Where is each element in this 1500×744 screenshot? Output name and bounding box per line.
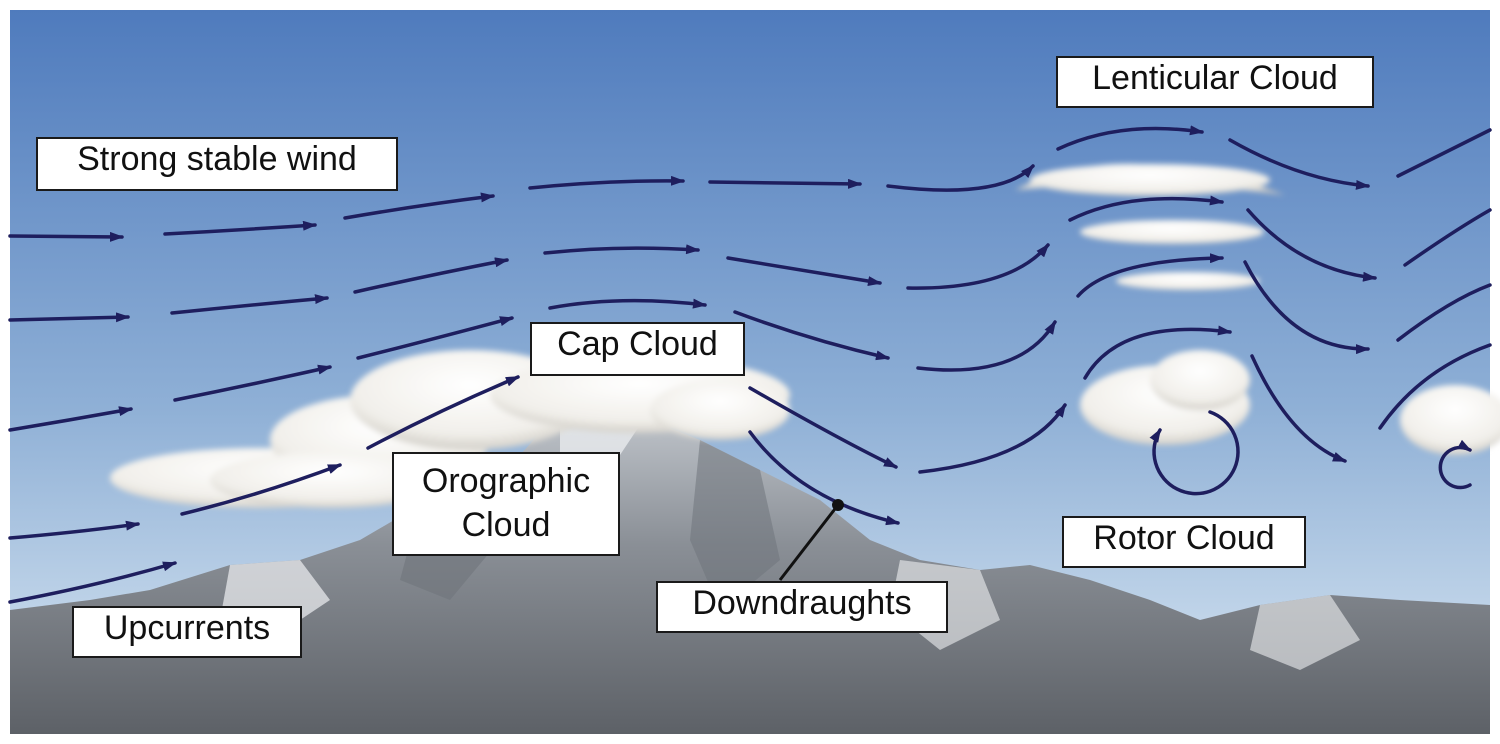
- cap-cloud: [490, 357, 790, 440]
- label-lenticular-cloud: Lenticular Cloud: [1056, 56, 1374, 108]
- lenticular-clouds: [1015, 163, 1285, 290]
- label-downdraughts: Downdraughts: [656, 581, 948, 633]
- airflow-arrows: [8, 125, 1492, 604]
- downdraughts-pointer: [778, 499, 844, 581]
- label-strong-stable-wind: Strong stable wind: [36, 137, 398, 191]
- rotor-cloud: [1080, 350, 1500, 455]
- label-orographic-cloud: Orographic Cloud: [392, 452, 620, 556]
- label-cap-cloud: Cap Cloud: [530, 322, 745, 376]
- label-rotor-cloud: Rotor Cloud: [1062, 516, 1306, 568]
- label-upcurrents: Upcurrents: [72, 606, 302, 658]
